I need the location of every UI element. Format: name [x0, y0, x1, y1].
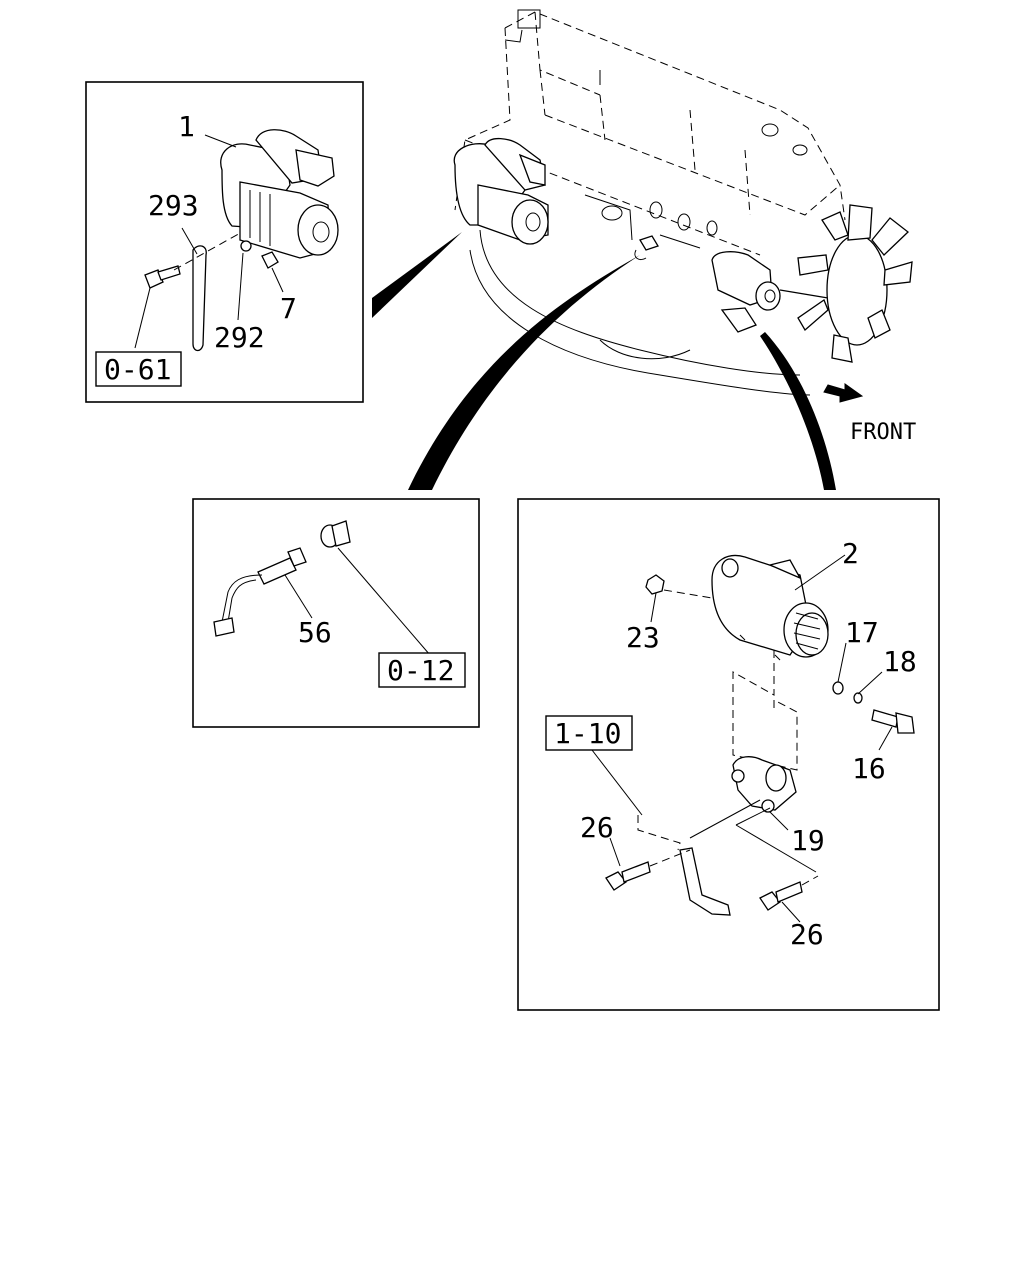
ref-label-1-10[interactable]: 1-10 [554, 717, 621, 750]
callout-26-b: 26 [790, 918, 824, 951]
connector-leaders [372, 232, 836, 490]
sensor-56 [213, 547, 307, 637]
alternator-on-engine [711, 251, 841, 333]
washer-18 [853, 692, 863, 704]
alternator-2 [711, 555, 829, 661]
starter-panel-frame [85, 81, 364, 403]
bolt-26-b [759, 881, 803, 911]
bracket-19 [731, 756, 797, 813]
bolt-16 [871, 709, 915, 734]
ref-label-0-12[interactable]: 0-12 [387, 654, 454, 687]
plug-0-12 [320, 520, 351, 548]
engine-overview [453, 9, 913, 396]
callout-2: 2 [842, 537, 859, 570]
callout-293: 293 [148, 189, 199, 222]
nut-23 [645, 574, 665, 595]
callout-23: 23 [626, 621, 660, 654]
callout-17: 17 [845, 616, 879, 649]
bolt-26-a [605, 861, 651, 891]
alternator-panel-frame [517, 498, 940, 1011]
nut-7 [261, 251, 279, 269]
sensor-panel-frame [192, 498, 480, 728]
ref-label-0-61[interactable]: 0-61 [104, 353, 171, 386]
alternator-detail-panel: 1-10 2 23 17 18 16 19 26 26 [517, 498, 940, 1011]
callout-19: 19 [791, 824, 825, 857]
ref-box-0-12[interactable] [378, 652, 466, 688]
ref-box-0-61[interactable] [95, 351, 182, 387]
callout-16: 16 [852, 752, 886, 785]
sensor-detail-panel: 0-12 56 [192, 498, 480, 728]
strap-293 [192, 245, 207, 352]
front-label: FRONT [850, 420, 916, 445]
leader-starter-panel [372, 232, 462, 318]
cooling-fan [797, 204, 913, 363]
starter-detail-panel: 0-61 1 293 292 7 [85, 81, 364, 403]
starter-on-engine [453, 137, 549, 245]
callout-1: 1 [178, 110, 195, 143]
callout-26-a: 26 [580, 811, 614, 844]
starter-motor [220, 129, 339, 259]
callout-56: 56 [298, 616, 332, 649]
front-direction-indicator: FRONT [823, 383, 916, 445]
bracket-1-10 [637, 799, 817, 916]
callout-7: 7 [280, 292, 297, 325]
front-arrow-icon [823, 383, 864, 403]
washer-292 [240, 240, 252, 252]
washer-17 [832, 681, 844, 695]
leader-sensor-panel [408, 255, 640, 490]
callout-292: 292 [214, 321, 265, 354]
callout-18: 18 [883, 645, 917, 678]
ref-box-1-10[interactable] [545, 715, 633, 751]
leader-alternator-panel [760, 332, 836, 490]
